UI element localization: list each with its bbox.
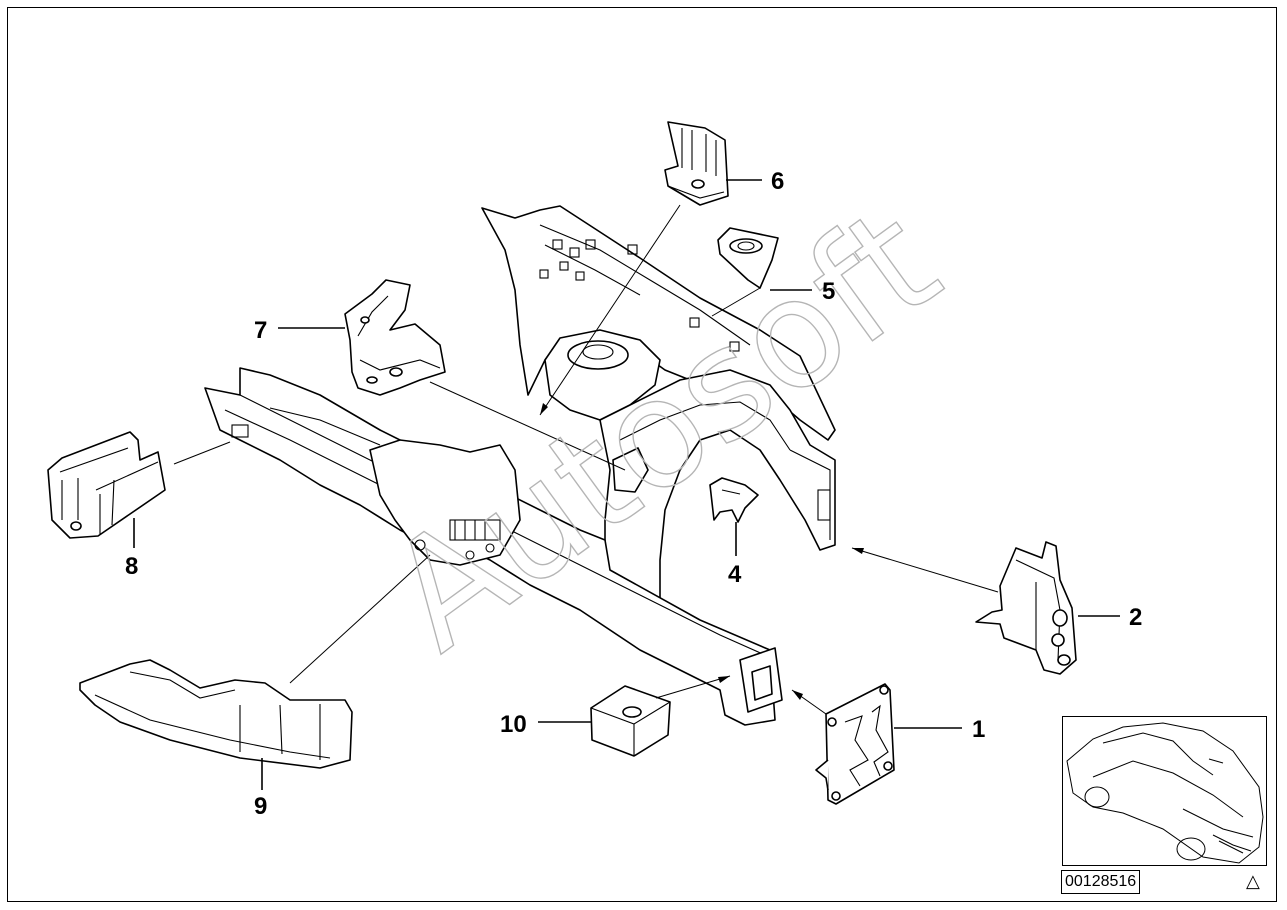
part-4-clip	[709, 477, 759, 523]
leader-lines	[133, 179, 1120, 790]
car-thumbnail	[1062, 716, 1267, 866]
part-5-bracket	[717, 227, 779, 289]
callout-2: 2	[1129, 604, 1142, 631]
callout-6: 6	[771, 168, 784, 195]
part-number-label: 00128516	[1061, 870, 1141, 894]
callout-10: 10	[500, 711, 527, 738]
car-thumbnail-icon	[1066, 722, 1264, 864]
part-8-channel	[47, 431, 166, 539]
part-2-side-member	[975, 541, 1077, 675]
part-7-engine-support	[344, 279, 446, 396]
part-10-block	[590, 685, 671, 757]
callout-9: 9	[254, 793, 267, 820]
main-body-assembly	[204, 205, 836, 726]
callout-4: 4	[728, 561, 742, 588]
callout-labels: 6 5 7 8 4 2 10 1 9	[125, 168, 1142, 820]
callout-7: 7	[254, 317, 267, 344]
part-6-bracket	[664, 121, 729, 206]
part-1-plate	[815, 683, 895, 805]
callout-8: 8	[125, 553, 138, 580]
callout-5: 5	[822, 278, 835, 305]
diagram-frame	[7, 7, 1277, 902]
part-9-floor-panel	[79, 659, 353, 769]
callout-1: 1	[972, 716, 985, 743]
leader-arrowheads	[540, 403, 864, 700]
revision-triangle-icon: △	[1246, 871, 1260, 892]
